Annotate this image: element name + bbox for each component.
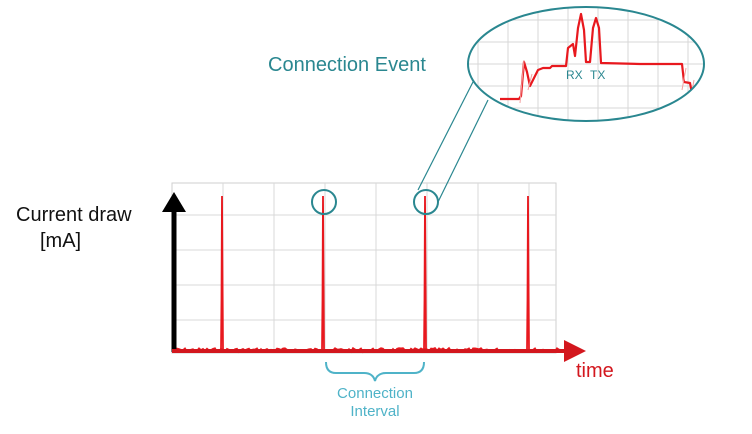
zoom-connector-upper — [417, 79, 475, 191]
current-spike — [423, 195, 427, 351]
y-axis-label-line1: Current draw — [16, 204, 132, 226]
zoom-connector-lower — [437, 99, 489, 203]
y-axis-label-line2: [mA] — [40, 230, 81, 252]
tx-label: TX — [590, 68, 605, 82]
interval-label-line2: Interval — [350, 403, 399, 420]
rx-label: RX — [566, 68, 583, 82]
current-spike — [321, 195, 325, 351]
y-axis — [162, 192, 186, 352]
interval-label-line1: Connection — [337, 385, 413, 402]
x-axis-arrow-icon — [564, 340, 586, 362]
current-spike — [526, 195, 530, 351]
x-axis-label: time — [576, 360, 614, 382]
highlight-circle-1 — [311, 189, 337, 215]
x-axis — [172, 340, 586, 362]
current-spike — [220, 195, 224, 351]
plot-grid — [171, 182, 557, 354]
connection-event-title: Connection Event — [268, 54, 426, 76]
zoom-inset: RX TX — [467, 6, 705, 122]
interval-bracket — [325, 361, 425, 382]
y-axis-arrow-icon — [162, 192, 186, 212]
